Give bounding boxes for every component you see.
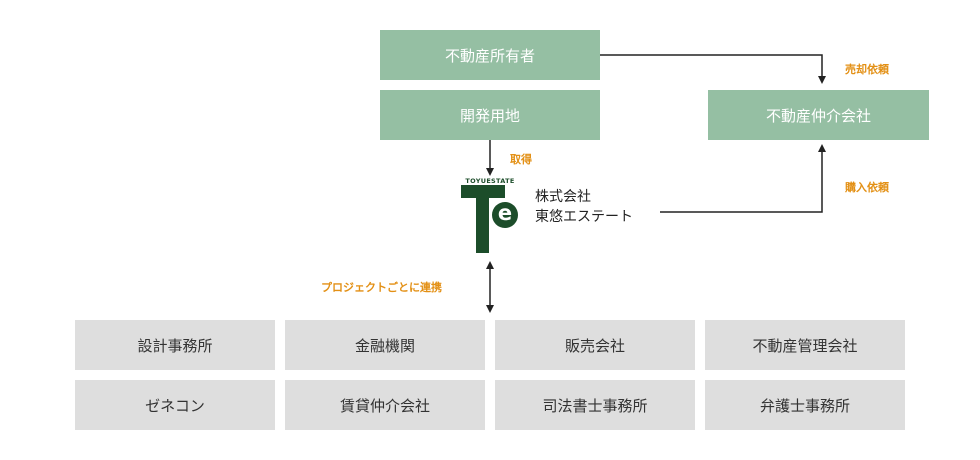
development-land-label: 開発用地 (459, 106, 520, 125)
partner-sales-company: 販売会社 (495, 320, 695, 370)
real-estate-agency-box: 不動産仲介会社 (708, 90, 929, 140)
partner-general-contractor: ゼネコン (75, 380, 275, 430)
company-name-line1: 株式会社 (535, 189, 591, 205)
partner-label: 弁護士事務所 (759, 396, 850, 415)
company-logo: TOYUESTATE e (460, 177, 520, 255)
purchase-request-label: 購入依頼 (845, 181, 889, 194)
logo-e-circle: e (492, 202, 518, 228)
partner-property-management: 不動産管理会社 (705, 320, 905, 370)
company-name-line2: 東悠エステート (535, 209, 633, 225)
purchase-request-arrow (660, 144, 826, 213)
logo-e-letter: e (497, 201, 513, 225)
partner-judicial-scrivener: 司法書士事務所 (495, 380, 695, 430)
partner-financial-institution: 金融機関 (285, 320, 485, 370)
real-estate-agency-label: 不動産仲介会社 (765, 106, 871, 125)
collaboration-label: プロジェクトごとに連携 (321, 281, 442, 294)
partner-law-office: 弁護士事務所 (705, 380, 905, 430)
logo-wordmark: TOYUESTATE (465, 177, 515, 185)
partner-label: 設計事務所 (137, 336, 213, 355)
sale-request-arrow (600, 54, 826, 84)
partner-label: 賃貸仲介会社 (339, 396, 430, 415)
owner-label: 不動産所有者 (444, 46, 535, 65)
partner-label: 司法書士事務所 (542, 396, 648, 415)
logo-t-stem (476, 185, 489, 253)
owner-box: 不動産所有者 (380, 30, 600, 80)
partner-label: ゼネコン (145, 396, 205, 415)
acquisition-label: 取得 (510, 153, 532, 166)
partner-label: 金融機関 (354, 336, 415, 355)
development-land-box: 開発用地 (380, 90, 600, 140)
company-name: 株式会社 東悠エステート (535, 187, 633, 227)
partner-design-office: 設計事務所 (75, 320, 275, 370)
partner-rental-agency: 賃貸仲介会社 (285, 380, 485, 430)
partner-label: 不動産管理会社 (752, 336, 858, 355)
sale-request-label: 売却依頼 (845, 63, 889, 76)
partner-label: 販売会社 (564, 336, 625, 355)
